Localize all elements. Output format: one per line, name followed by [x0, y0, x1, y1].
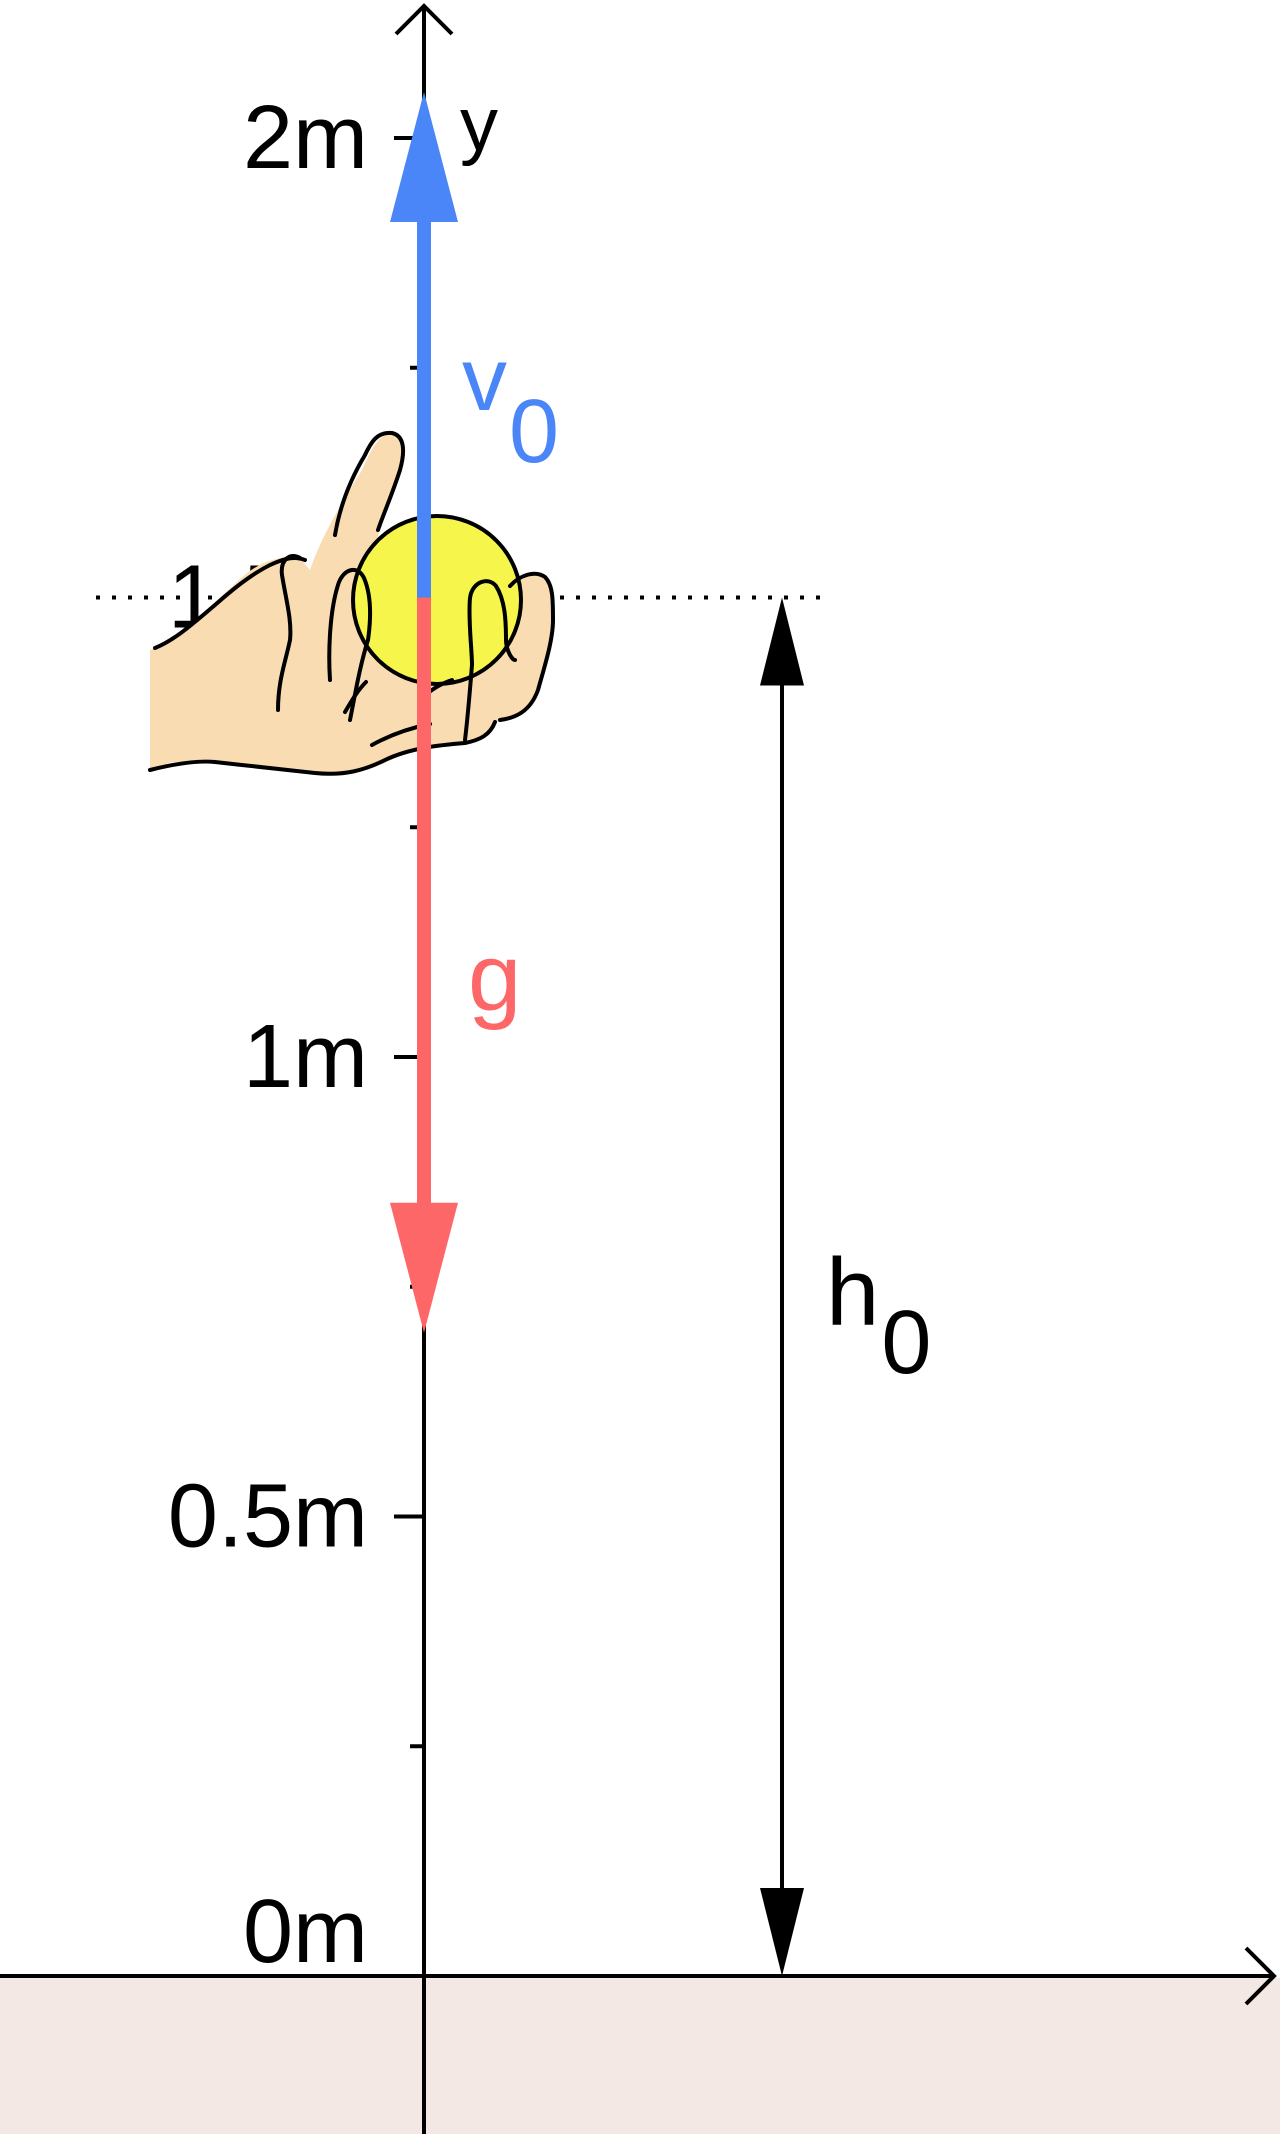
- y-tick-label-2: 0.5m: [168, 1467, 368, 1567]
- y-tick-label-4: 1m: [243, 1007, 368, 1107]
- ball: [351, 514, 523, 686]
- height-arrowhead-top: [760, 597, 804, 686]
- x-axis-arrowhead: [1244, 1946, 1277, 2006]
- height-arrowhead-bottom: [760, 1888, 804, 1976]
- velocity-label: v0: [462, 330, 559, 482]
- y-axis-arrowhead: [394, 3, 454, 36]
- gravity-label: g: [468, 924, 521, 1031]
- hand-outline: [148, 430, 555, 776]
- velocity-label-letter: v: [462, 330, 507, 430]
- y-tick-label-0: 0m: [243, 1882, 368, 1982]
- hand-holding-ball: [148, 430, 555, 776]
- y-tick-label-8: 2m: [243, 88, 368, 188]
- velocity-arrowhead: [390, 92, 458, 223]
- velocity-label-subscript: 0: [509, 382, 559, 482]
- y-axis-label: y: [460, 82, 498, 167]
- gravity-arrowhead: [390, 1202, 458, 1333]
- height-label-letter: h: [826, 1239, 879, 1346]
- height-label: h0: [826, 1239, 931, 1393]
- height-label-subscript: 0: [881, 1293, 931, 1393]
- y-axis-ticks: 0m0.5m1m1.5m2m: [168, 88, 424, 1982]
- ground: [0, 1978, 1280, 2134]
